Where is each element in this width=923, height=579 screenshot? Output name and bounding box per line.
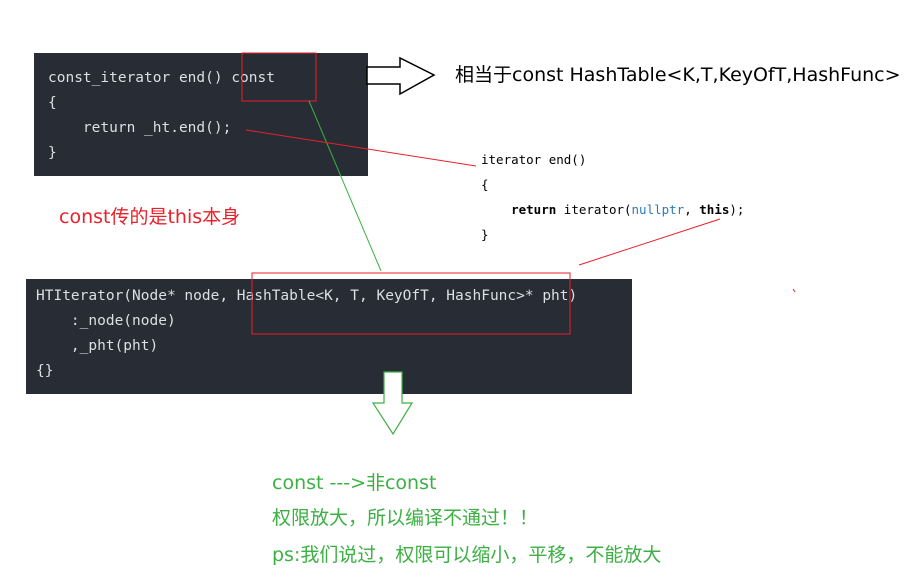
code-line: return _ht.end(); <box>48 120 232 136</box>
code-line: ,_pht(pht) <box>36 338 159 354</box>
red-connector-this <box>578 218 721 266</box>
end-code-line: } <box>481 227 489 242</box>
code-block-htiterator-ctor: HTIterator(Node* node, HashTable<K, T, K… <box>26 279 632 394</box>
conclusion-line-2: 权限放大，所以编译不通过！！ <box>272 507 539 529</box>
return-keyword: return <box>511 202 557 217</box>
code-block-const-end: const_iterator end() const { return _ht.… <box>34 53 368 176</box>
right-arrow-icon <box>366 56 436 96</box>
code-line: const_iterator end() const <box>48 70 275 86</box>
conclusion-line-1: const --->非const <box>272 472 437 494</box>
code-end: ); <box>729 202 745 217</box>
end-code-return-line: return iterator(nullptr, this); <box>481 202 744 217</box>
hashtable-param-highlight-box <box>251 272 571 335</box>
green-connector-line <box>308 100 382 272</box>
conclusion-line-3: ps:我们说过，权限可以缩小，平移，不能放大 <box>272 544 662 566</box>
code-line: } <box>48 145 57 161</box>
code-separator: , <box>684 202 700 217</box>
end-code-line: iterator end() <box>481 152 587 167</box>
nullptr-literal: nullptr <box>631 202 685 217</box>
red-connector-end <box>245 129 477 167</box>
code-line: {} <box>36 363 54 379</box>
code-line: HTIterator(Node* node, HashTable<K, T, K… <box>36 288 578 304</box>
this-keyword: this <box>699 202 730 217</box>
code-call: iterator( <box>556 202 632 217</box>
const-this-note: const传的是this本身 <box>59 206 241 228</box>
stray-mark <box>792 288 796 293</box>
code-line: { <box>48 95 57 111</box>
end-code-line: { <box>481 177 489 192</box>
down-arrow-icon <box>371 371 414 436</box>
const-highlight-box <box>241 52 317 102</box>
equivalent-type-note: 相当于const HashTable<K,T,KeyOfT,HashFunc> <box>455 64 901 86</box>
code-line: :_node(node) <box>36 313 176 329</box>
